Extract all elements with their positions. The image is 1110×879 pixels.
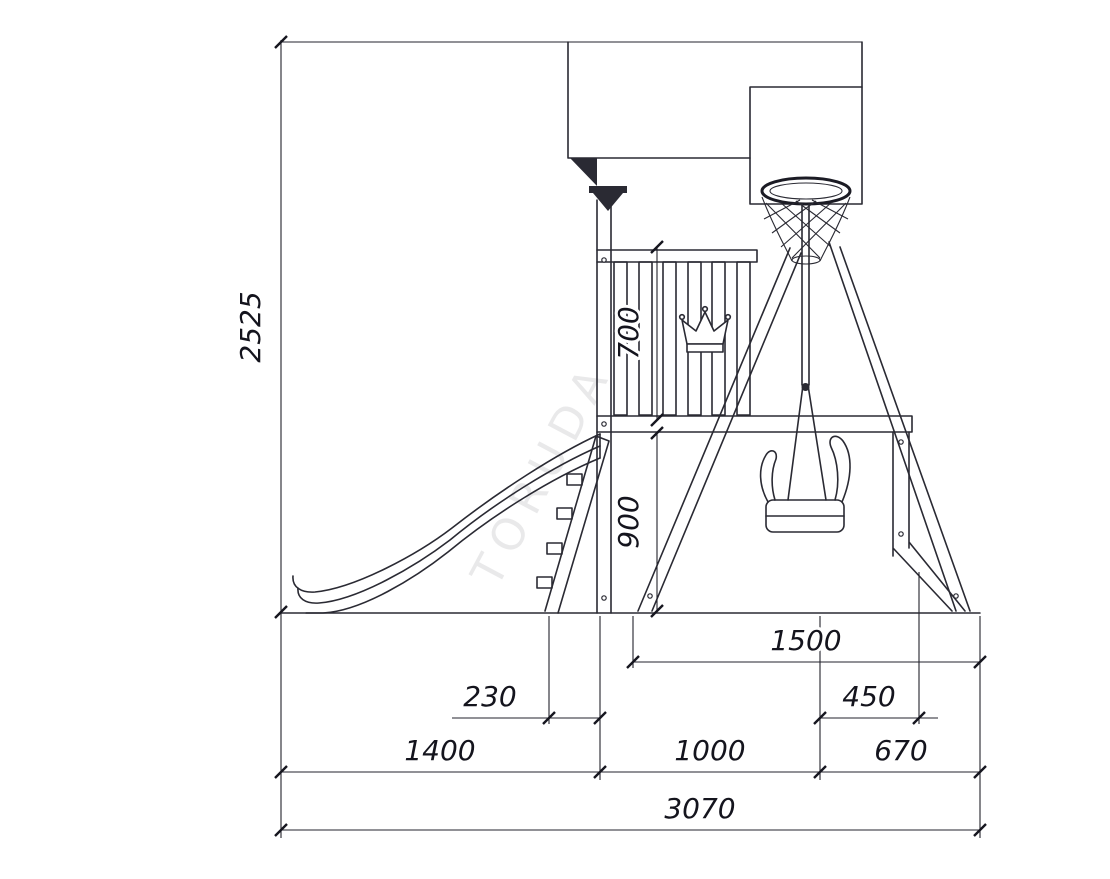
dimension-fence-height: 700 <box>609 240 664 427</box>
fence-slat <box>638 261 653 416</box>
swing-hanger-pole <box>801 203 810 386</box>
bolt <box>601 595 607 601</box>
dimension-ticks <box>973 765 987 779</box>
post-finial <box>593 193 623 211</box>
swing-front-leg <box>637 247 802 612</box>
hoop-rim-inner <box>769 182 843 200</box>
dim-label-total-height: 2525 <box>234 291 267 362</box>
fence-panel <box>596 249 758 416</box>
net-edges <box>761 196 851 262</box>
slide-bed <box>297 445 601 604</box>
dimension-ticks <box>542 711 607 725</box>
dimension-annotations: 2525 700 900 1500 230 <box>231 35 987 838</box>
swing-rear-leg <box>828 241 971 612</box>
swing-pivot <box>801 383 810 391</box>
dimension-ticks <box>813 711 926 725</box>
dimension-ticks <box>274 35 288 619</box>
post-cap <box>589 186 627 193</box>
crown-body <box>681 311 729 345</box>
dimension-rear-offset: 670 <box>820 731 987 779</box>
dim-label-ramp-offset: 230 <box>463 680 516 713</box>
crown-tip <box>724 313 732 321</box>
slide-rail-bottom <box>305 457 601 614</box>
roof-corbel <box>570 158 597 186</box>
crown-tip <box>701 305 709 313</box>
net-mesh <box>763 199 849 259</box>
fence-top-rail <box>596 249 758 263</box>
swing-ropes <box>787 384 827 501</box>
seat-back <box>829 435 851 503</box>
bolt <box>898 439 904 445</box>
dim-label-total-width: 3070 <box>664 792 735 825</box>
climbing-ramp <box>536 435 610 614</box>
dim-label-rear-offset: 670 <box>874 734 927 767</box>
tower-post <box>596 199 612 614</box>
dim-label-swing-span: 1500 <box>770 624 841 657</box>
climbing-hold <box>566 473 583 486</box>
swing-seat <box>759 203 851 533</box>
seat-front-guard <box>759 450 778 503</box>
net-bottom <box>791 255 821 265</box>
rear-support-brace <box>892 431 966 612</box>
bolts <box>601 257 959 601</box>
fence-slat <box>662 261 677 416</box>
bolt <box>601 257 607 263</box>
dim-label-tower-width: 1000 <box>674 734 745 767</box>
dimension-ramp-offset: 230 <box>452 677 607 725</box>
roof <box>567 41 863 211</box>
roof-outline <box>567 41 863 159</box>
dimension-tower-width: 1000 <box>600 731 827 779</box>
climbing-hold <box>546 542 563 555</box>
hoop-rim <box>760 176 852 206</box>
bolt <box>601 421 607 427</box>
fence-slat <box>736 261 751 416</box>
crown-tip <box>678 313 686 321</box>
climbing-hold <box>556 507 573 520</box>
dimension-deck-height: 900 <box>609 426 664 618</box>
slide-rail-top <box>292 433 601 593</box>
dim-label-seat-offset: 450 <box>842 680 895 713</box>
fence-slat <box>613 261 628 416</box>
slide <box>292 433 601 614</box>
dimension-ticks <box>650 426 664 618</box>
crown-base <box>686 343 724 353</box>
dimension-total-height: 2525 <box>231 35 288 619</box>
dimension-ticks <box>626 655 987 669</box>
climbing-hold <box>536 576 553 589</box>
crown-decoration <box>678 305 732 353</box>
swing-frame <box>637 241 971 612</box>
bolt <box>898 531 904 537</box>
dim-label-fence-height: 700 <box>612 306 645 359</box>
bolt <box>953 593 959 599</box>
dim-label-deck-height: 900 <box>612 495 645 548</box>
dimension-swing-span: 1500 <box>626 621 987 669</box>
dimension-seat-offset: 450 <box>813 677 938 725</box>
dimension-ticks <box>274 823 987 837</box>
dimension-total-width: 3070 <box>274 789 987 837</box>
basketball-unit <box>749 86 863 265</box>
dimension-slide-run: 1400 <box>274 731 607 779</box>
platform-deck <box>596 415 913 433</box>
bolt <box>647 593 653 599</box>
dimension-ticks <box>650 240 664 427</box>
playground-structure <box>280 41 981 614</box>
dim-label-slide-run: 1400 <box>404 734 475 767</box>
ramp-board <box>544 435 610 614</box>
